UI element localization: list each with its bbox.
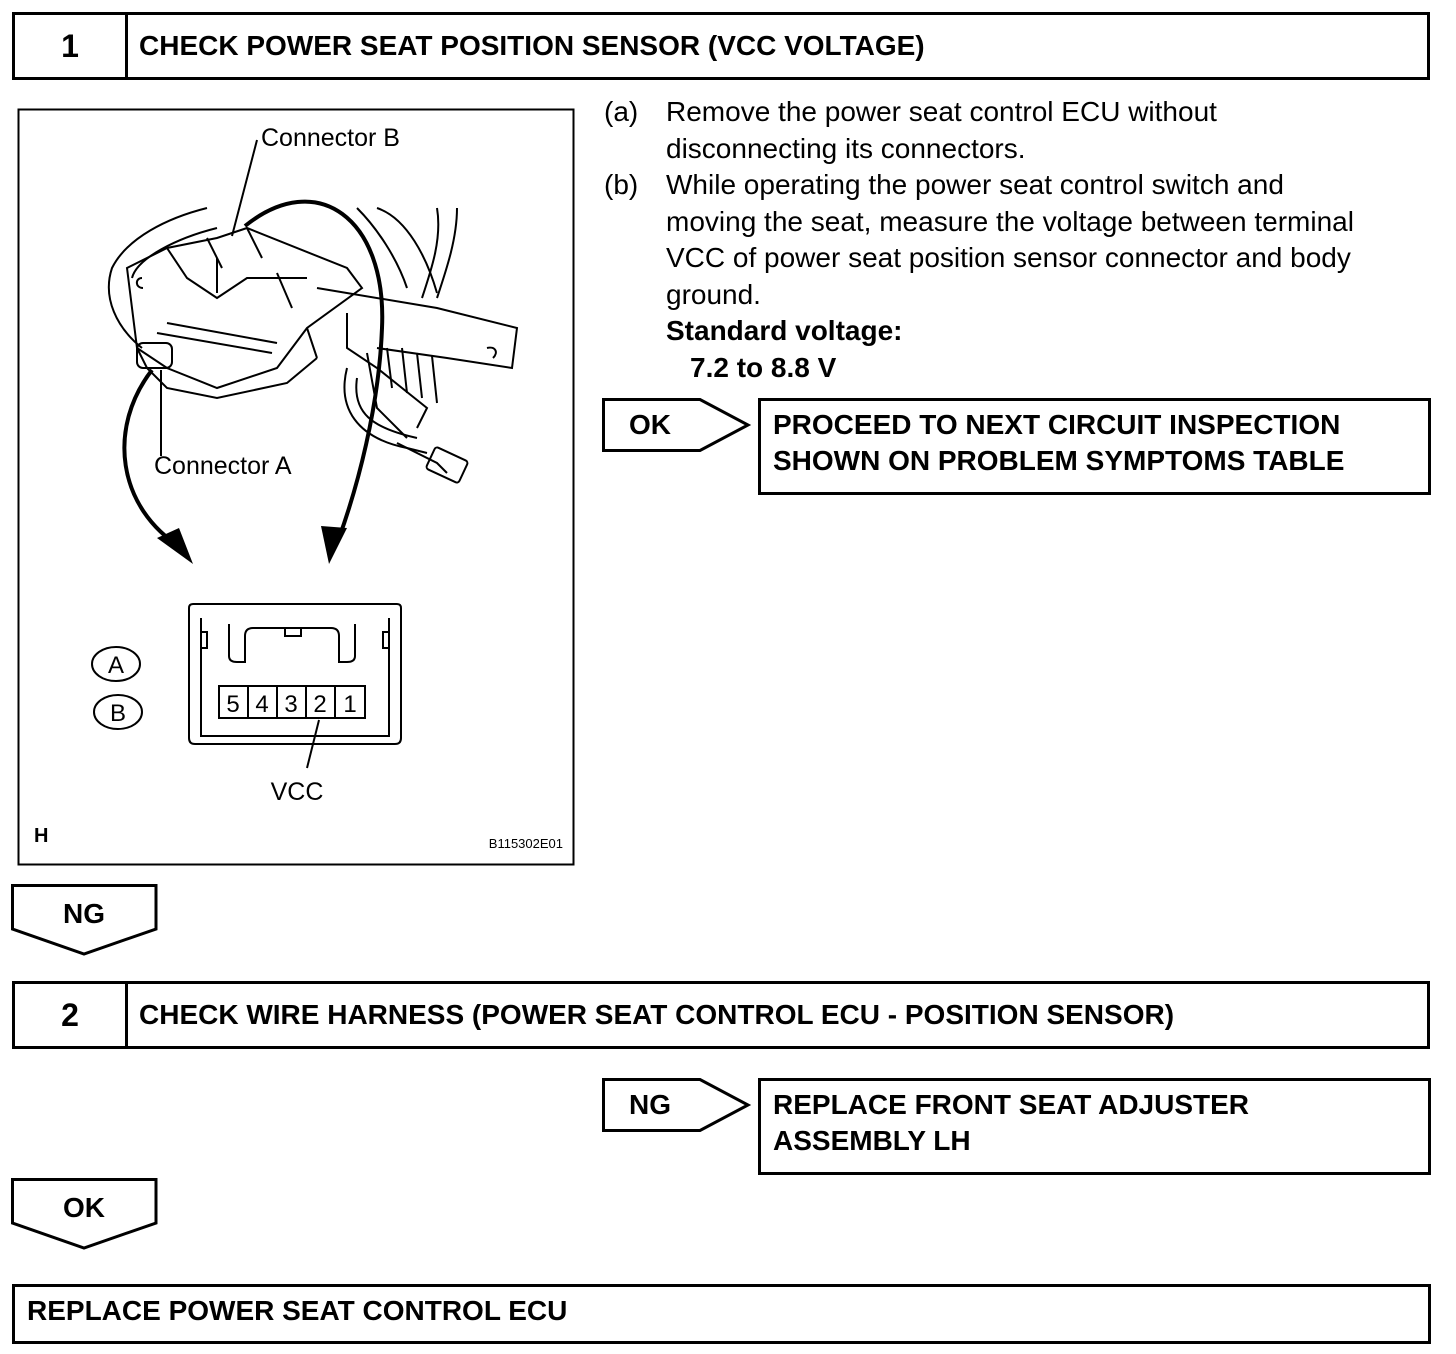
step-2-number: 2 <box>15 984 128 1046</box>
proceed-line1: PROCEED TO NEXT CIRCUIT INSPECTION <box>773 409 1341 440</box>
pin-4: 4 <box>255 691 268 718</box>
pin-1: 1 <box>343 691 356 718</box>
replace-adjuster-line2: ASSEMBLY LH <box>773 1125 971 1156</box>
ok-tag-text: OK <box>629 409 671 440</box>
ok-arrow-tag: OK <box>602 398 752 452</box>
step-1-header: 1 CHECK POWER SEAT POSITION SENSOR (VCC … <box>12 12 1430 80</box>
connector-a-label: Connector A <box>154 452 292 480</box>
standard-voltage-label: Standard voltage: <box>666 315 903 346</box>
replace-seat-adjuster-box: REPLACE FRONT SEAT ADJUSTER ASSEMBLY LH <box>758 1078 1431 1175</box>
step-2-title: CHECK WIRE HARNESS (POWER SEAT CONTROL E… <box>139 999 1175 1030</box>
ng-arrow-tag: NG <box>602 1078 752 1132</box>
step-2-header: 2 CHECK WIRE HARNESS (POWER SEAT CONTROL… <box>12 981 1430 1049</box>
ok-down-arrow-tag: OK <box>11 1178 158 1250</box>
instruction-b-line4: ground. <box>666 278 761 310</box>
connector-b-badge <box>93 694 143 730</box>
badge-b-letter: B <box>110 700 126 727</box>
ng-tag-text: NG <box>63 898 105 929</box>
ng-down-arrow-tag: NG <box>11 884 158 956</box>
instruction-a-label: (a) <box>604 96 639 127</box>
standard-voltage-value: 7.2 to 8.8 V <box>690 351 837 383</box>
proceed-next-inspection-box: PROCEED TO NEXT CIRCUIT INSPECTION SHOWN… <box>758 398 1431 495</box>
instruction-b-line2: moving the seat, measure the voltage bet… <box>666 205 1354 237</box>
figure-id: B115302E01 <box>489 836 563 851</box>
step-1-number: 1 <box>15 15 128 77</box>
connector-illustration: Connector B Connector A A B 5 4 3 2 1 VC… <box>17 108 575 866</box>
badge-a-letter: A <box>108 652 124 679</box>
step-1-title: CHECK POWER SEAT POSITION SENSOR (VCC VO… <box>139 30 925 61</box>
pin-3: 3 <box>284 691 297 718</box>
vcc-label: VCC <box>271 778 324 806</box>
instruction-a-line1: Remove the power seat control ECU withou… <box>666 96 1217 127</box>
pin-2: 2 <box>313 691 326 718</box>
replace-adjuster-line1: REPLACE FRONT SEAT ADJUSTER <box>773 1089 1250 1120</box>
instruction-b-label: (b) <box>604 169 639 200</box>
instructions: (a) Remove the power seat control ECU wit… <box>604 94 1354 386</box>
connector-face-drawing <box>188 603 402 769</box>
replace-ecu-text: REPLACE POWER SEAT CONTROL ECU <box>27 1295 568 1326</box>
ecu-sketch-drawing <box>107 207 519 484</box>
connector-a-badge <box>91 646 141 682</box>
ok-down-tag-text: OK <box>63 1192 105 1223</box>
figure-corner-letter: H <box>34 825 48 847</box>
instruction-b-line3: VCC of power seat position sensor connec… <box>666 242 1351 273</box>
instruction-b-line1: While operating the power seat control s… <box>666 169 1284 200</box>
proceed-line2: SHOWN ON PROBLEM SYMPTOMS TABLE <box>773 445 1345 476</box>
pin-5: 5 <box>226 691 239 718</box>
connector-b-label: Connector B <box>261 124 400 152</box>
ng-tag-2-text: NG <box>629 1089 671 1120</box>
instruction-a-line2: disconnecting its connectors. <box>666 132 1026 164</box>
replace-ecu-box: REPLACE POWER SEAT CONTROL ECU <box>12 1284 1431 1344</box>
